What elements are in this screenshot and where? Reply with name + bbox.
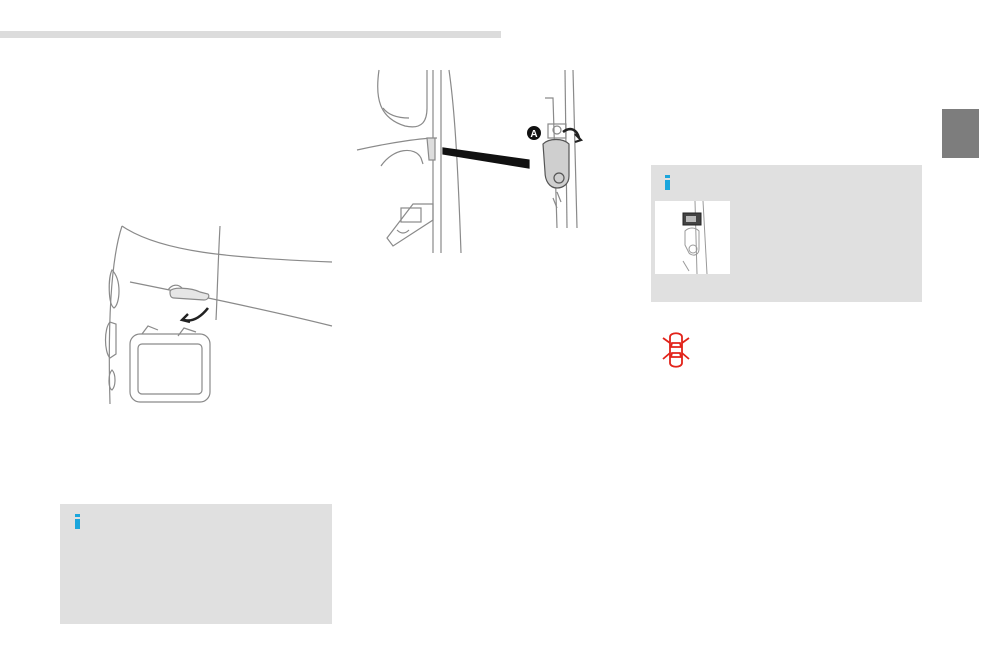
info-box — [60, 504, 332, 624]
info-box — [651, 165, 922, 302]
info-icon — [75, 514, 81, 529]
rear-door-catch-illustration: A — [353, 68, 593, 253]
info-icon — [665, 175, 671, 190]
top-rule — [0, 31, 501, 38]
door-handle-illustration — [100, 222, 335, 408]
door-check-thumbnail — [655, 201, 730, 274]
door-open-warning-icon — [660, 329, 692, 371]
callout-a: A — [527, 126, 541, 140]
svg-text:A: A — [530, 129, 537, 140]
chapter-tab[interactable] — [942, 109, 979, 158]
